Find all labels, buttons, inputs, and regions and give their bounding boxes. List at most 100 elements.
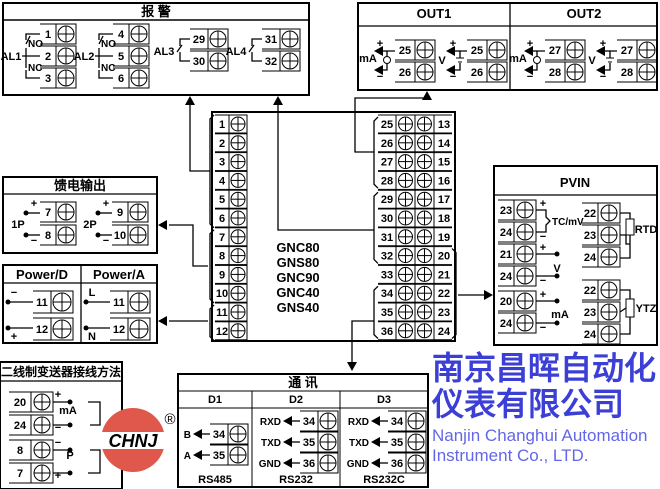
arrow-left-icon: [193, 450, 202, 460]
terminal-number: 30: [381, 213, 393, 225]
terminal-dot-icon: [67, 399, 73, 405]
screw-terminal-icon: [395, 208, 416, 228]
wire: [609, 50, 617, 58]
screw-terminal-icon: [513, 312, 537, 334]
ma-label: mA: [59, 405, 77, 417]
screw-frame: [207, 50, 229, 72]
screw-terminal-icon: [405, 431, 427, 453]
terminal-number: 35: [303, 437, 315, 449]
screw-terminal-icon: [228, 189, 248, 209]
screw-terminal-icon: [564, 61, 586, 83]
terminal-number: 20: [500, 296, 512, 308]
screw-terminal-icon: [395, 321, 416, 341]
terminal-dot-icon: [67, 447, 73, 453]
terminal: 24: [498, 221, 537, 243]
terminal: 25: [467, 39, 508, 61]
sign: −: [55, 437, 61, 449]
screw-frame: [228, 264, 248, 284]
terminal: 12: [110, 317, 151, 341]
alarm-name: AL3: [154, 46, 175, 58]
screw-terminal-icon: [414, 114, 435, 134]
screw-frame: [317, 410, 339, 432]
terminal: 29: [190, 28, 229, 50]
terminal: 35: [210, 444, 249, 466]
terminal: 20: [498, 290, 537, 312]
screw-frame: [207, 28, 229, 50]
arrow-left-icon: [524, 65, 533, 75]
terminal-number: 8: [219, 251, 225, 263]
terminal-number: 32: [265, 56, 277, 68]
screw-terminal-icon: [228, 321, 248, 341]
terminal-dot-icon: [5, 299, 11, 305]
terminal-number: 24: [500, 227, 513, 239]
terminal: 24: [582, 323, 621, 345]
screw-frame: [228, 170, 248, 190]
terminal: 26: [467, 61, 508, 83]
terminal-dot-icon: [67, 422, 73, 428]
minus-sign: −: [377, 71, 383, 83]
terminal: 24: [9, 414, 54, 436]
terminal-number: 28: [549, 67, 561, 79]
nc-label: NC: [101, 63, 115, 74]
sign: −: [55, 422, 61, 434]
screw-frame: [279, 50, 301, 72]
terminal-dot-icon: [554, 298, 560, 304]
terminal: 20: [9, 391, 54, 413]
screw-frame: [127, 317, 151, 341]
screw-frame: [228, 133, 248, 153]
screw-terminal-icon: [127, 290, 151, 314]
terminal: 25: [395, 39, 436, 61]
screw-terminal-icon: [228, 264, 248, 284]
screw-terminal-icon: [513, 265, 537, 287]
terminal-number: 24: [500, 271, 513, 283]
terminal-dot-icon: [23, 210, 29, 216]
terminal-number: 34: [303, 416, 316, 428]
screw-frame: [55, 67, 77, 89]
screw-terminal-icon: [228, 227, 248, 247]
arrow-up-icon: [273, 96, 283, 105]
signal-label: A: [184, 451, 191, 462]
terminal: 34: [210, 423, 249, 445]
terminal-number: 8: [45, 230, 51, 242]
screw-frame: [317, 431, 339, 453]
tc-label: TC/mV: [552, 217, 584, 228]
switch-contact: [98, 35, 104, 45]
terminal: 23: [498, 199, 537, 221]
power-d-title: Power/D: [16, 267, 68, 282]
screw-terminal-icon: [279, 28, 301, 50]
screw-frame: [405, 431, 427, 453]
terminal-number: 23: [438, 307, 450, 319]
screw-terminal-icon: [30, 391, 54, 413]
wire: [179, 38, 190, 46]
terminal: 11: [110, 290, 151, 314]
terminal-number: 2: [219, 138, 225, 150]
feed-name: 1P: [11, 219, 24, 231]
terminal-number: 26: [399, 67, 411, 79]
terminal: 5: [215, 189, 248, 209]
terminal-dot-icon: [83, 325, 89, 331]
screw-terminal-icon: [30, 414, 54, 436]
arrow-up-icon: [422, 91, 432, 100]
wire: [169, 224, 208, 267]
plus-sign: +: [103, 198, 109, 210]
terminal-number: 27: [621, 45, 633, 57]
terminal: 12: [215, 321, 248, 341]
screw-terminal-icon: [414, 246, 435, 266]
rtd-label: RTD: [635, 224, 658, 236]
screw-terminal-icon: [395, 227, 416, 247]
screw-frame: [228, 302, 248, 322]
minus-sign: −: [600, 71, 606, 83]
screw-frame: [227, 423, 249, 445]
screw-terminal-icon: [395, 302, 416, 322]
terminal-number: 12: [216, 326, 228, 338]
screw-frame: [55, 224, 77, 246]
terminal-number: 9: [219, 269, 225, 281]
wire: [536, 50, 545, 57]
wire: [386, 50, 395, 57]
